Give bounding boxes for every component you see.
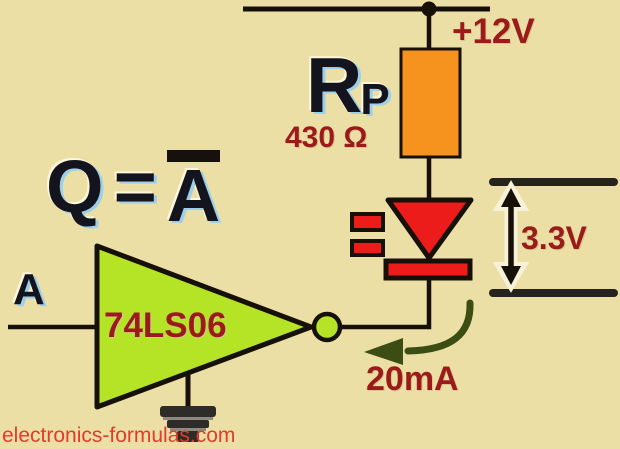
- voltage-arrowhead-top: [501, 188, 521, 207]
- led-glow-bar-1: [350, 212, 385, 232]
- ground-bar-1-shine: [163, 417, 213, 420]
- ground-bar-1: [160, 406, 216, 417]
- resistor-icon: [399, 47, 462, 159]
- inverter-output-bubble: [311, 311, 343, 343]
- voltage-ruler-top-bar: [489, 178, 618, 186]
- led-glow-bar-2: [350, 239, 385, 257]
- resistor-name-label: RP: [306, 46, 390, 124]
- led-to-gate-output-wire: [342, 279, 432, 330]
- equation-rhs-not-a: A: [166, 150, 221, 232]
- watermark-text: electronics-formulas.com: [2, 424, 236, 447]
- inverter-gate-icon: [94, 243, 314, 410]
- output-equation: Q = A: [46, 145, 221, 232]
- equation-lhs: Q: [46, 145, 104, 228]
- ground-bar-2-shine: [170, 428, 206, 431]
- voltage-arrowhead-bottom: [501, 266, 521, 285]
- current-arrowhead: [364, 338, 403, 365]
- equals-sign: =: [113, 145, 157, 228]
- ground-bar-3: [177, 431, 199, 442]
- led-current-label: 20mA: [366, 360, 459, 398]
- current-arrow-icon: [404, 299, 474, 355]
- led-cathode-bar: [383, 258, 473, 281]
- resistor-name: R: [306, 41, 363, 129]
- voltage-ruler-bottom-bar: [489, 289, 618, 297]
- supply-voltage-label: +12V: [452, 12, 535, 51]
- ground-bar-2: [167, 420, 209, 428]
- led-voltage-label: 3.3V: [521, 220, 587, 256]
- led-icon: [385, 197, 474, 261]
- gate-part-number-label: 74LS06: [104, 306, 227, 345]
- resistor-name-subscript: P: [360, 75, 390, 124]
- resistor-value-label: 430 Ω: [285, 121, 368, 154]
- input-signal-label: A: [13, 265, 45, 314]
